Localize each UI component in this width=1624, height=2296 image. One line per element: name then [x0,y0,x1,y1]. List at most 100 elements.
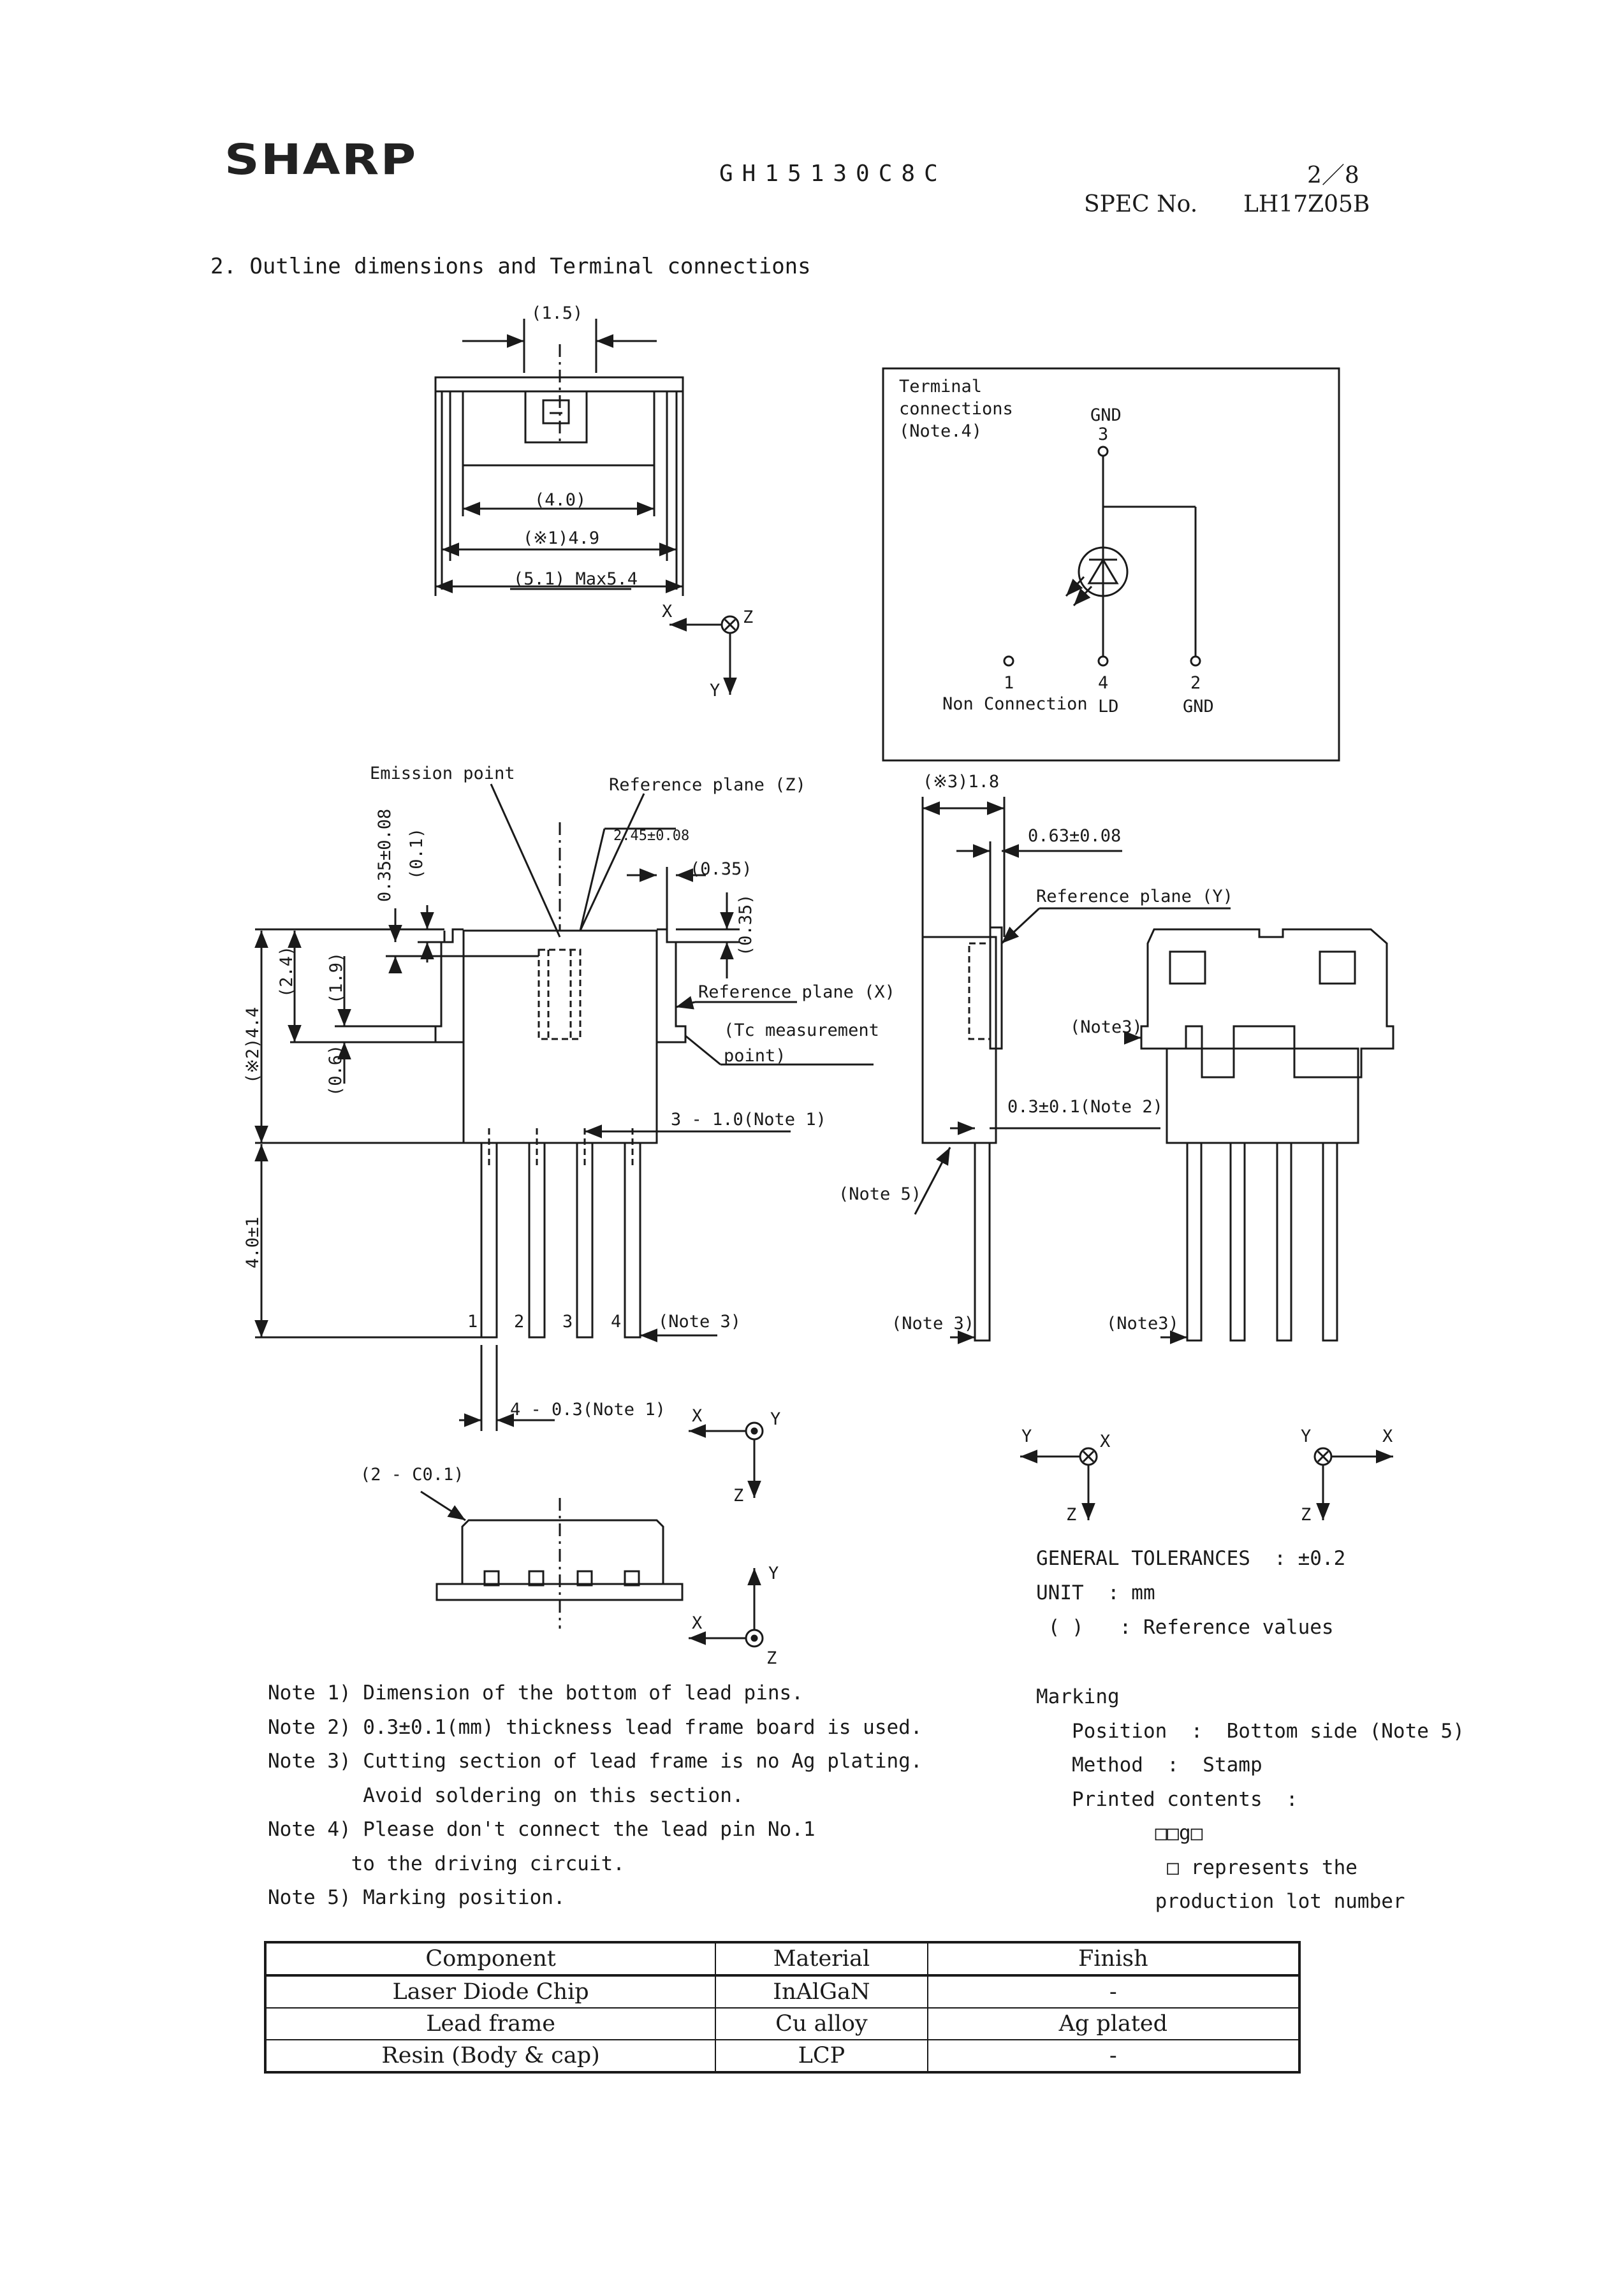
note-line: Note 1) Dimension of the bottom of lead … [268,1682,803,1704]
marking-represents: □ represents the [1036,1856,1357,1879]
bottom-axis-x: X [692,1613,702,1633]
axis-y-label: Y [710,681,720,701]
dim-4-0-lead: 4.0±1 [243,1217,263,1268]
dim-4-0: (4.0) [534,490,586,510]
note-line: Note 3) Cutting section of lead frame is… [268,1750,923,1773]
tc-label-2: point) [724,1046,786,1066]
dim-2-4: (2.4) [277,946,296,998]
note-line: Note 2) 0.3±0.1(mm) thickness lead frame… [268,1715,923,1739]
table-row: Resin (Body & cap) LCP - [264,2039,1301,2073]
general-tolerances: GENERAL TOLERANCES : ±0.2 UNIT : mm ( ) … [1036,1541,1345,1645]
side-axis-x: X [1100,1432,1110,1451]
ref-plane-y-label: Reference plane (Y) [1036,887,1233,906]
unit-line: UNIT : mm [1036,1581,1155,1604]
side-view [914,797,1231,1520]
back-axis-x: X [1382,1427,1393,1446]
terminal-gnd-top: GND [1090,405,1122,425]
note5-label: (Note 5) [838,1184,921,1204]
side-axis-y: Y [1021,1427,1032,1446]
dim-0-1: (0.1) [407,828,427,880]
note3-back-top: (Note3) [1070,1017,1143,1037]
note-line: Note 4) Please don't connect the lead pi… [268,1818,816,1841]
sharp-logo: SHARP [224,135,418,184]
table-cell: Resin (Body & cap) [264,2039,717,2073]
dim-0-35-0-08: 0.35±0.08 [375,809,395,902]
terminal-non-connection: Non Connection [942,694,1088,714]
terminal-title-1: Terminal [899,377,982,396]
terminal-pin1: 1 [1004,673,1014,693]
dim-0-3: 0.3±0.1(Note 2) [1007,1097,1163,1117]
spec-value: LH17Z05B [1243,191,1370,217]
dim-0-35-top: (0.35) [690,859,752,879]
table-header: Material [715,1942,928,1977]
bottom-axis-z: Z [766,1648,777,1668]
terminal-ld: LD [1098,697,1119,716]
note-line: Note 5) Marking position. [268,1886,566,1909]
pin-label-4: 4 [611,1312,621,1332]
front-view [254,783,874,1498]
table-header: Finish [926,1942,1301,1977]
table-cell: - [926,2039,1301,2073]
marking-printed: Printed contents : [1036,1787,1298,1811]
page-number: 2／8 [1307,163,1359,189]
emission-point-label: Emission point [370,764,515,783]
back-axis-z: Z [1301,1505,1311,1525]
dim-pitch: 3 - 1.0(Note 1) [671,1110,826,1130]
tolerance-line: GENERAL TOLERANCES : ±0.2 [1036,1547,1346,1570]
terminal-title-2: connections [899,399,1013,419]
pin-label-2: 2 [514,1312,524,1332]
table-cell: Laser Diode Chip [264,1975,717,2009]
ref-plane-x-label: Reference plane (X) [698,982,895,1002]
axis-z-label: Z [743,607,753,627]
marking-lot: production lot number [1036,1890,1405,1913]
chamfer-label: (2 - C0.1) [360,1465,464,1485]
dim-4-4: (※2)4.4 [243,1007,263,1084]
ref-plane-z-label: Reference plane (Z) [609,775,806,795]
bottom-axis-y: Y [768,1564,779,1583]
dim-lead-width: 4 - 0.3(Note 1) [510,1400,666,1420]
axis-x-label: X [662,602,672,621]
terminal-gnd-bottom: GND [1183,697,1214,716]
materials-table: Component Material Finish Laser Diode Ch… [264,1941,1301,2074]
marking-block: Marking Position : Bottom side (Note 5) … [1036,1680,1465,1919]
note-line: Avoid soldering on this section. [268,1784,744,1807]
reference-line: ( ) : Reference values [1036,1616,1334,1639]
table-header-row: Component Material Finish [264,1942,1301,1977]
bottom-view [420,1490,764,1648]
model-number: GH15130C8C [719,161,947,187]
back-view [1124,928,1394,1520]
table-row: Lead frame Cu alloy Ag plated [264,2007,1301,2040]
table-row: Laser Diode Chip InAlGaN - [264,1975,1301,2009]
dim-4-9: (※1)4.9 [523,528,599,548]
terminal-pin4: 4 [1098,673,1108,693]
marking-method: Method : Stamp [1036,1754,1262,1776]
front-axis-x: X [692,1406,702,1426]
dim-0-35-vertical: (0.35) [736,894,756,956]
table-cell: - [926,1975,1301,2009]
notes-list: Note 1) Dimension of the bottom of lead … [268,1676,923,1915]
dim-5-4: (5.1) Max5.4 [513,569,638,589]
table-cell: Cu alloy [715,2007,928,2040]
terminal-pin2: 2 [1190,673,1201,693]
note3-back-bottom: (Note3) [1106,1314,1179,1333]
marking-title: Marking [1036,1685,1120,1708]
pin-label-3: 3 [562,1312,573,1332]
note3-front: (Note 3) [658,1312,741,1332]
dim-1-9: (1.9) [326,952,346,1004]
table-cell: LCP [715,2039,928,2073]
tc-label-1: (Tc measurement [724,1021,879,1040]
dim-1-5: (1.5) [531,303,583,323]
front-axis-z: Z [733,1486,743,1506]
dim-0-63: 0.63±0.08 [1028,826,1121,846]
note3-side: (Note 3) [891,1314,974,1333]
dim-2-45: 2.45±0.08 [613,828,689,844]
top-view [434,319,740,695]
terminal-title-3: (Note.4) [899,421,982,441]
back-axis-y: Y [1301,1427,1311,1446]
pin-label-1: 1 [467,1312,478,1332]
dim-1-8: (※3)1.8 [923,772,999,792]
section-title: 2. Outline dimensions and Terminal conne… [210,254,811,279]
marking-position: Position : Bottom side (Note 5) [1036,1719,1465,1743]
note-line: to the driving circuit. [268,1852,625,1875]
